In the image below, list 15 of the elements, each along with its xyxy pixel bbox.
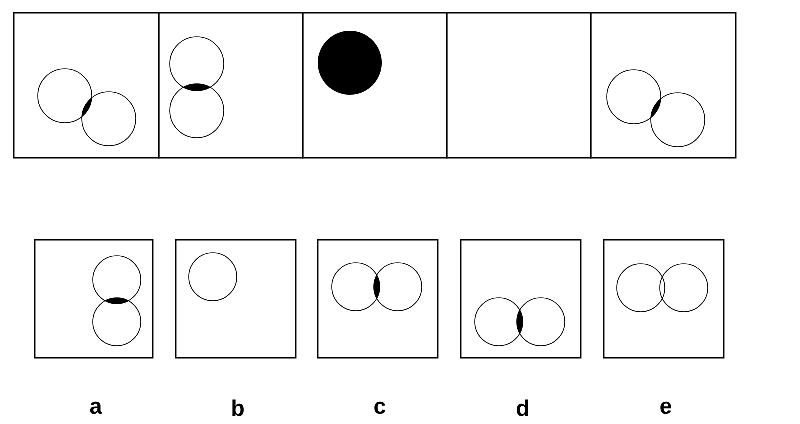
- option-letter: d: [517, 400, 528, 416]
- puzzle-cell: [446, 12, 592, 159]
- option-letter: b: [232, 400, 244, 416]
- puzzle-cell: [13, 12, 160, 159]
- option-letter: e: [660, 402, 672, 414]
- puzzle-cell: [590, 12, 737, 159]
- option-letter: a: [90, 402, 102, 414]
- puzzle-cell: [302, 12, 448, 159]
- option-letter: c: [374, 402, 386, 414]
- answer-box: [34, 239, 154, 359]
- answer-box: [317, 239, 439, 359]
- answer-box: [175, 239, 297, 359]
- puzzle-cell: [158, 12, 304, 159]
- answer-box: [460, 239, 582, 359]
- answer-box: [603, 239, 725, 359]
